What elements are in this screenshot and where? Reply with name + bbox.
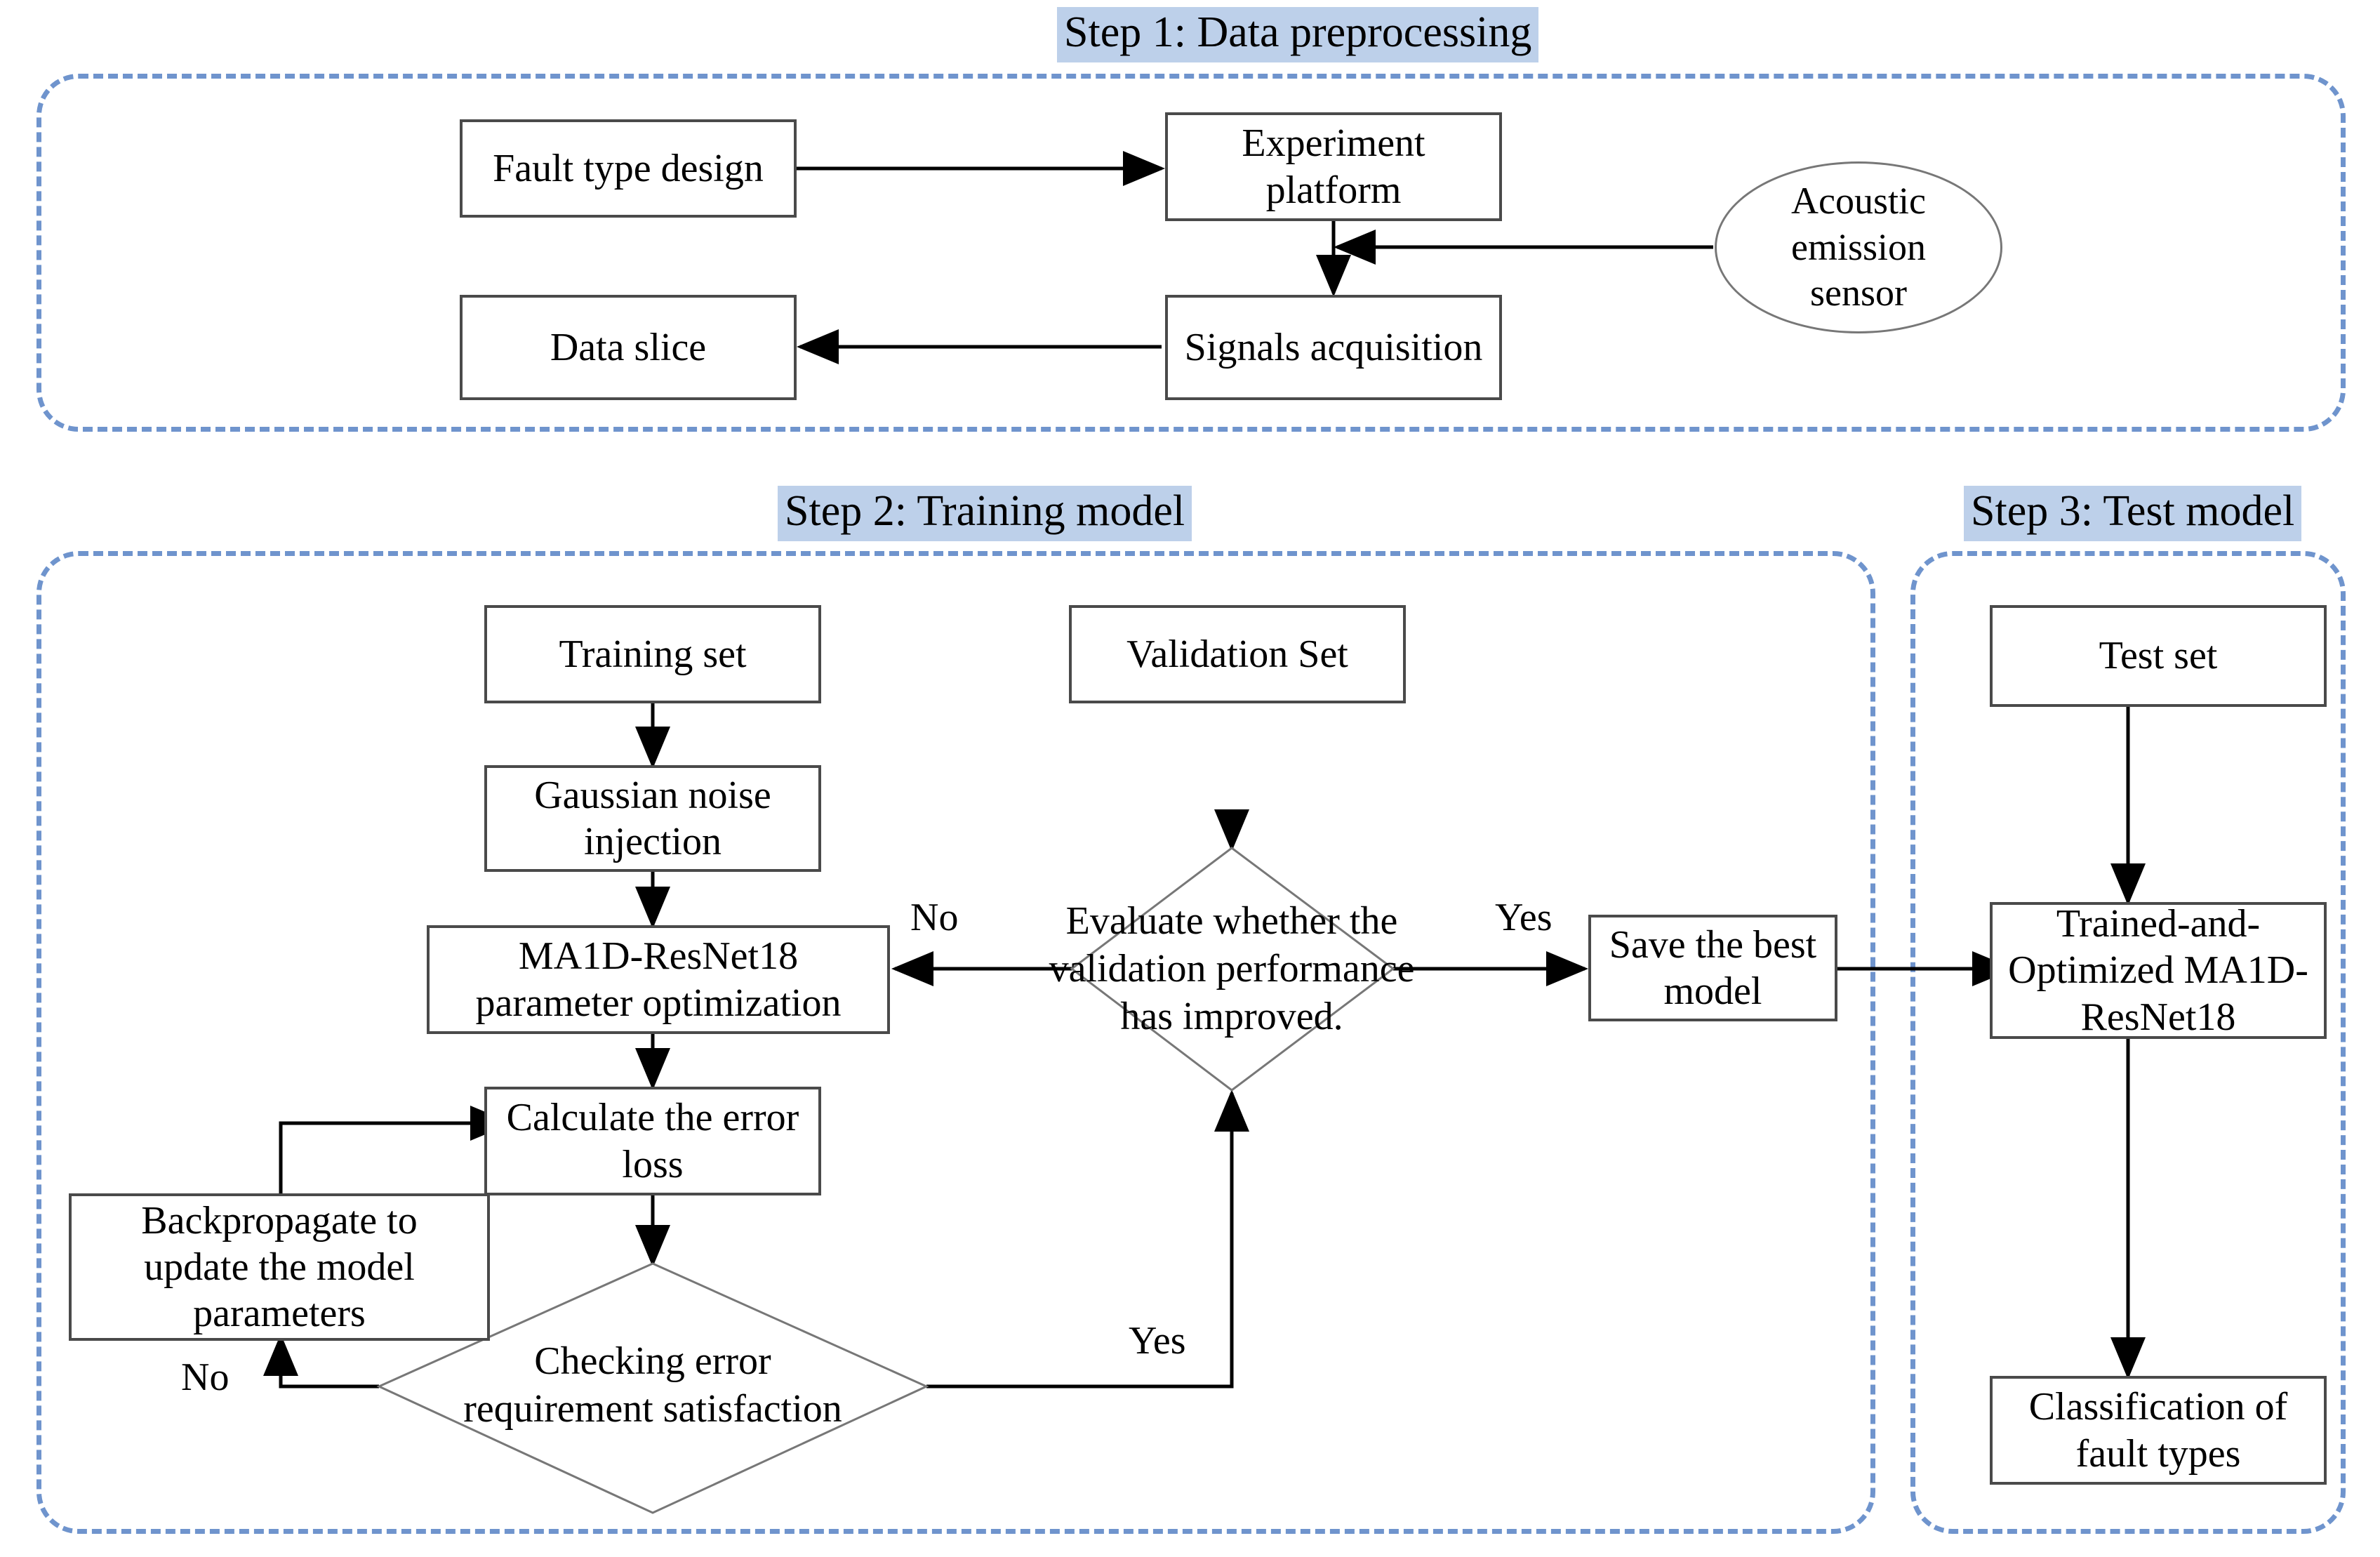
node-test-set[interactable]: Test set bbox=[1990, 605, 2327, 707]
edge-backprop-to-calcloss bbox=[279, 1106, 512, 1193]
node-backpropagate-update[interactable]: Backpropagate to update the model parame… bbox=[69, 1193, 490, 1341]
node-training-set[interactable]: Training set bbox=[484, 605, 821, 703]
node-data-slice[interactable]: Data slice bbox=[460, 295, 797, 400]
decision-evaluate-validation bbox=[1070, 847, 1395, 1092]
node-ma1d-parameter-optimization[interactable]: MA1D-ResNet18 parameter optimization bbox=[427, 925, 890, 1034]
edge-checking-no-to-backprop bbox=[263, 1334, 379, 1389]
edge-label-evaluate-no: No bbox=[910, 896, 959, 939]
node-trained-optimized-model[interactable]: Trained-and- Optimized MA1D- ResNet18 bbox=[1990, 902, 2327, 1039]
node-acoustic-emission-sensor[interactable]: Acoustic emission sensor bbox=[1715, 161, 2002, 333]
node-signals-acquisition[interactable]: Signals acquisition bbox=[1165, 295, 1502, 400]
node-validation-set[interactable]: Validation Set bbox=[1069, 605, 1406, 703]
node-save-best-model[interactable]: Save the best model bbox=[1588, 915, 1837, 1021]
step3-label: Step 3: Test model bbox=[1964, 486, 2302, 542]
edge-label-checking-yes: Yes bbox=[1129, 1319, 1186, 1363]
edge-checking-yes-to-evaluate bbox=[926, 1089, 1249, 1389]
node-calculate-error-loss[interactable]: Calculate the error loss bbox=[484, 1087, 821, 1195]
node-experiment-platform[interactable]: Experiment platform bbox=[1165, 112, 1502, 221]
node-classification-fault-types[interactable]: Classification of fault types bbox=[1990, 1376, 2327, 1485]
panel-step2 bbox=[36, 551, 1875, 1534]
panel-step3 bbox=[1910, 551, 2346, 1534]
edge-label-checking-no: No bbox=[181, 1356, 230, 1399]
node-fault-type-design[interactable]: Fault type design bbox=[460, 119, 797, 218]
edge-label-evaluate-yes: Yes bbox=[1495, 896, 1553, 939]
panel-step1 bbox=[36, 74, 2346, 432]
step2-label: Step 2: Training model bbox=[778, 486, 1192, 542]
decision-checking-error bbox=[376, 1262, 929, 1514]
step1-label: Step 1: Data preprocessing bbox=[1057, 7, 1539, 63]
node-gaussian-noise-injection[interactable]: Gaussian noise injection bbox=[484, 765, 821, 872]
